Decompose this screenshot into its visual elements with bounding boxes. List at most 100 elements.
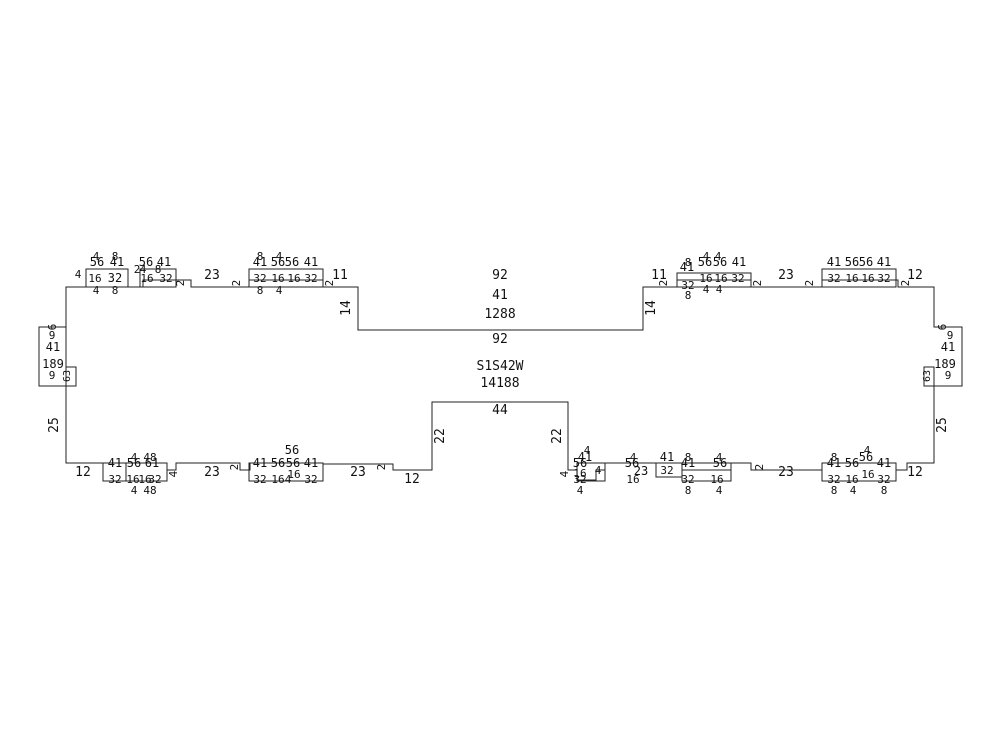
cluster-label: 4 xyxy=(577,484,584,497)
cluster-label: 4 xyxy=(716,451,723,464)
cluster-label: 16 xyxy=(287,272,300,285)
cutout-top-left: 14 xyxy=(339,300,354,316)
cluster-label: 56 xyxy=(127,456,141,470)
cutout-top-right: 14 xyxy=(644,300,659,316)
cluster-label: 4 xyxy=(131,451,138,464)
cluster-label: 41 xyxy=(304,456,318,470)
cluster-label: 16 xyxy=(140,272,153,285)
edge-label: 23 xyxy=(204,465,220,480)
cluster-label: 41 xyxy=(877,255,891,269)
cluster-label: 4 xyxy=(276,284,283,297)
cluster-label: 48 xyxy=(143,484,156,497)
cluster-label: 32 xyxy=(253,473,266,486)
cluster-label: 4 xyxy=(584,444,591,457)
edge-label: 12 xyxy=(907,465,923,480)
cluster-label: 4 xyxy=(75,268,82,281)
cluster-label: 32 xyxy=(827,272,840,285)
cutout-top-top: 92 xyxy=(492,268,508,283)
small-label: 2 xyxy=(803,280,816,287)
cluster-label: 4 xyxy=(703,283,710,296)
cluster-label: 56 xyxy=(859,255,873,269)
cutout-top-width: 41 xyxy=(492,288,508,303)
cluster-label: 41 xyxy=(253,456,267,470)
cluster-label: 4 xyxy=(93,250,100,263)
cluster-label: 32 xyxy=(304,473,317,486)
cluster-label: 41 xyxy=(110,255,124,269)
cluster-label: 32 xyxy=(253,272,266,285)
edge-label: 23 xyxy=(778,268,794,283)
notch-box xyxy=(821,462,897,482)
cluster-label: 4 xyxy=(630,451,637,464)
cluster-label: 56 xyxy=(845,456,859,470)
cutout-bottom-right: 22 xyxy=(550,428,565,444)
right-pier-label: 189 xyxy=(934,357,956,371)
cluster-top-right-1: 8 4 4 41 56 56 41 32 16 16 32 8 4 4 xyxy=(680,250,746,302)
cluster-label: 56 xyxy=(573,456,587,470)
cluster-label: 16 xyxy=(714,272,727,285)
notch-box xyxy=(248,462,324,482)
cluster-label: 41 xyxy=(827,255,841,269)
cluster-label: 8 xyxy=(155,263,162,276)
cluster-label: 16 xyxy=(138,473,151,486)
cluster-label: 8 xyxy=(881,484,888,497)
right-pier-label: 63 xyxy=(922,370,933,382)
cluster-label: 8 xyxy=(257,250,264,263)
cluster-label: 16 xyxy=(287,468,300,481)
cluster-bottom-right-3: 8 41 4 56 32 16 8 4 xyxy=(681,451,727,497)
cluster-label: 4 xyxy=(716,283,723,296)
right-pier-inner xyxy=(923,366,935,387)
cluster-label: 4 xyxy=(715,250,722,263)
small-label: 2 xyxy=(230,280,243,287)
cluster-label: 4 xyxy=(850,484,857,497)
cluster-bottom-right-1: 4 41 56 4 16 32 4 xyxy=(573,444,602,497)
cluster-label: 32 xyxy=(877,473,890,486)
cluster-label: 32 xyxy=(148,473,161,486)
cluster-label: 8 xyxy=(685,451,692,464)
cluster-label: 32 xyxy=(108,271,122,285)
cluster-label: 32 xyxy=(660,464,673,477)
edge-label: 11 xyxy=(332,268,348,283)
cluster-label: 41 xyxy=(680,260,694,274)
left-pier-label: 63 xyxy=(62,370,73,382)
cluster-label: 41 xyxy=(578,450,592,464)
cluster-label: 4 xyxy=(285,473,292,486)
cluster-label: 2 xyxy=(134,263,141,276)
cluster-label: 41 xyxy=(732,255,746,269)
cluster-label: 56 xyxy=(845,255,859,269)
cluster-label: 41 xyxy=(681,456,695,470)
small-label: 4 xyxy=(167,470,180,477)
cluster-label: 41 xyxy=(108,456,122,470)
cluster-label: 16 xyxy=(861,272,874,285)
cluster-label: 56 xyxy=(285,255,299,269)
cluster-label: 32 xyxy=(573,473,586,486)
left-pier-label: 6 xyxy=(46,324,59,331)
cluster-label: 32 xyxy=(304,272,317,285)
cluster-top-left: 4 8 56 41 4 16 32 4 8 xyxy=(75,250,125,297)
cluster-label: 4 xyxy=(716,484,723,497)
small-label: 2 xyxy=(899,280,912,287)
cluster-label: 8 xyxy=(257,284,264,297)
cluster-label: 16 xyxy=(126,473,139,486)
cluster-label: 8 xyxy=(685,289,692,302)
plan-area: 14188 xyxy=(480,376,519,391)
left-pier-label: 41 xyxy=(46,340,60,354)
cluster-label: 41 xyxy=(304,255,318,269)
cluster-label: 16 xyxy=(573,467,586,480)
cluster-top-right-2: 41 56 56 41 32 16 16 32 xyxy=(827,255,891,285)
small-label: 2 xyxy=(751,280,764,287)
cluster-label: 16 xyxy=(845,473,858,486)
notch-box xyxy=(681,462,732,482)
cutout-bottom-left: 22 xyxy=(433,428,448,444)
cluster-label: 32 xyxy=(827,473,840,486)
small-label: 2 xyxy=(753,464,766,471)
notch-box xyxy=(248,268,324,288)
cluster-label: 56 xyxy=(90,255,104,269)
cluster-label: 16 xyxy=(271,473,284,486)
edge-label: 12 xyxy=(404,472,420,487)
left-pier-inner xyxy=(65,366,77,387)
cluster-label: 16 xyxy=(271,272,284,285)
edge-label: 23 xyxy=(778,465,794,480)
cluster-top-left-2: 56 41 2 4 8 16 32 xyxy=(134,255,173,285)
cluster-label: 56 xyxy=(271,456,285,470)
